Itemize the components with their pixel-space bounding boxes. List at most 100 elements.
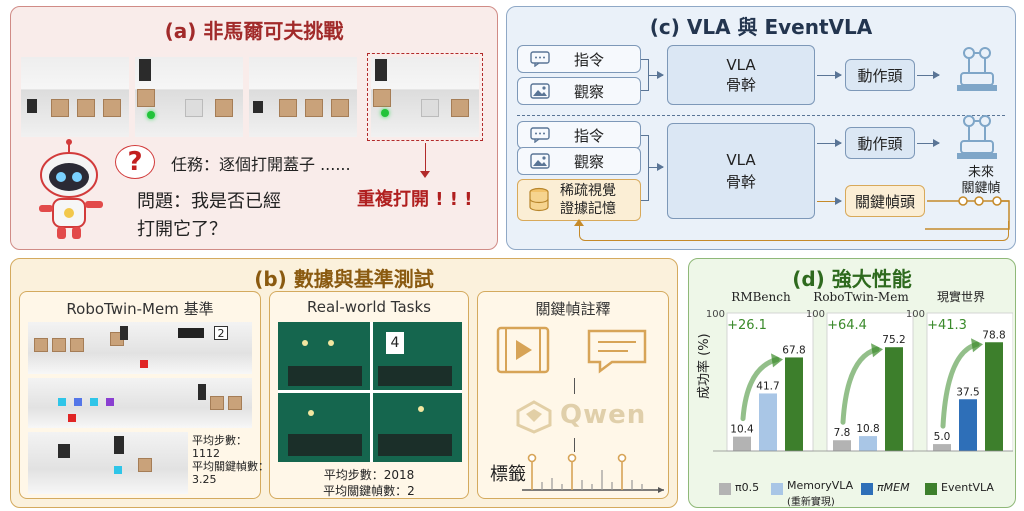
bar [833,440,851,451]
lid-box [77,99,95,117]
future-keyframe-label: 未來 關鍵幀 [951,165,1011,197]
realworld-badge: 4 [386,332,404,354]
robot-arms [378,434,452,456]
cup [302,340,308,346]
future-line-1: 未來 [967,165,994,180]
panel-a-title: (a) 非馬爾可夫挑戰 [164,19,344,43]
bar-value-label: 41.7 [756,380,779,392]
memory-line-2: 證據記憶 [560,201,616,217]
lid-box [138,458,152,472]
y-tick-label: 100 [707,309,725,320]
vla-backbone-block-bottom: VLA 骨幹 [667,123,815,219]
bar [985,342,1003,451]
question-mark: ? [127,147,143,177]
bar-value-label: 10.8 [856,423,879,435]
legend-pi05: π0.5 [735,481,760,494]
photo-divider [370,322,373,462]
bar-value-label: 37.5 [956,386,979,398]
lid-box [103,99,121,117]
backbone-line-2: 骨幹 [725,76,756,94]
robotwin-kf-label: 平均關鍵幀數： [192,460,269,473]
bar [959,399,977,451]
gain-arrow-head [871,343,883,358]
action-head-block: 動作頭 [845,59,915,91]
future-line-2: 關鍵幀 [961,181,1001,196]
observation-label-bottom: 觀察 [574,152,605,171]
observation-label: 觀察 [574,82,605,101]
legend-eventvla: EventVLA [941,481,994,494]
robot-arm-icon [957,115,997,159]
qwen-logo-icon [516,400,552,434]
robot-mascot-icon [39,139,103,239]
bar [759,393,777,451]
observation-block: 觀察 [517,77,641,105]
bar [885,347,903,451]
robot-arms [288,366,362,386]
y-tick-label: 100 [806,309,825,320]
legend-swatch-pimem [861,483,873,495]
panel-d-title: (d) 強大性能 [792,267,912,291]
robot-arms [378,366,452,386]
arrow [817,71,842,79]
observation-block-bottom: 觀察 [517,147,641,175]
message-icon [587,329,647,374]
lid-box [34,338,48,352]
legend-swatch-eventvla [925,483,937,495]
gain-arrow [740,356,780,422]
gain-label: +26.1 [727,318,767,333]
group-title: RoboTwin-Mem [813,290,909,304]
merge-bracket-bottom [641,135,649,201]
bar-value-label: 10.4 [730,424,754,436]
robot-arm [198,384,206,400]
lid-box [451,99,469,117]
scene-frame-3 [249,57,357,137]
arrow [649,163,664,171]
robotwin-kf-value: 3.25 [192,473,217,486]
realworld-title: Real-world Tasks [306,298,431,316]
gain-label: +41.3 [927,318,967,333]
instruction-label: 指令 [574,50,605,69]
gain-arrow-head [971,338,983,353]
merge-bracket [641,59,649,91]
arrow-down [574,438,575,452]
realworld-kf: 平均關鍵幀數：2 [323,484,415,498]
robot-gripper [253,101,263,113]
legend-swatch-memoryvla [771,483,783,495]
label-text: 標籤 [490,464,526,485]
lid-box [210,396,224,410]
database-icon [529,187,549,212]
repeat-open-text: 重複打開 ! ! ! [357,189,473,210]
gain-label: +64.4 [827,318,867,333]
robot-arm [120,326,128,340]
keyframe-head-label: 關鍵幀頭 [854,192,915,211]
robot-gripper [27,99,37,113]
keyframe-annotation-title: 關鍵幀註釋 [535,300,611,318]
action-head-label: 動作頭 [857,66,903,85]
bar-value-label: 78.8 [982,329,1005,341]
robot-arm-icon [957,47,997,91]
robotwin-title: RoboTwin-Mem 基準 [66,300,214,318]
bar [785,357,803,451]
cup [308,410,314,416]
sparse-memory-block: 稀疏視覺 證據記憶 [517,179,641,221]
robot-arm [58,444,70,458]
realworld-photo: 4 [278,322,462,462]
realworld-steps: 平均步數：2018 [323,468,415,482]
lid-box [331,99,349,117]
bar [933,444,951,451]
keyframe-signal-icon [522,453,664,493]
instruction-label-bottom: 指令 [574,126,605,145]
lid-box [52,338,66,352]
scene-frame-4 [371,57,479,137]
gain-arrow-head [771,353,783,368]
bar-value-label: 67.8 [782,344,805,356]
robotwin-scene-1: 2 [28,322,252,374]
panel-c-title: (c) VLA 與 EventVLA [649,15,873,39]
performance-chart: RMBench10010.441.767.8+26.1RoboTwin-Mem1… [707,289,1013,452]
lid-box [305,99,323,117]
robotwin-steps-value: 1112 [192,447,220,460]
legend-memoryvla: MemoryVLA [787,479,854,492]
bar-value-label: 5.0 [934,431,951,443]
bar [733,436,751,451]
